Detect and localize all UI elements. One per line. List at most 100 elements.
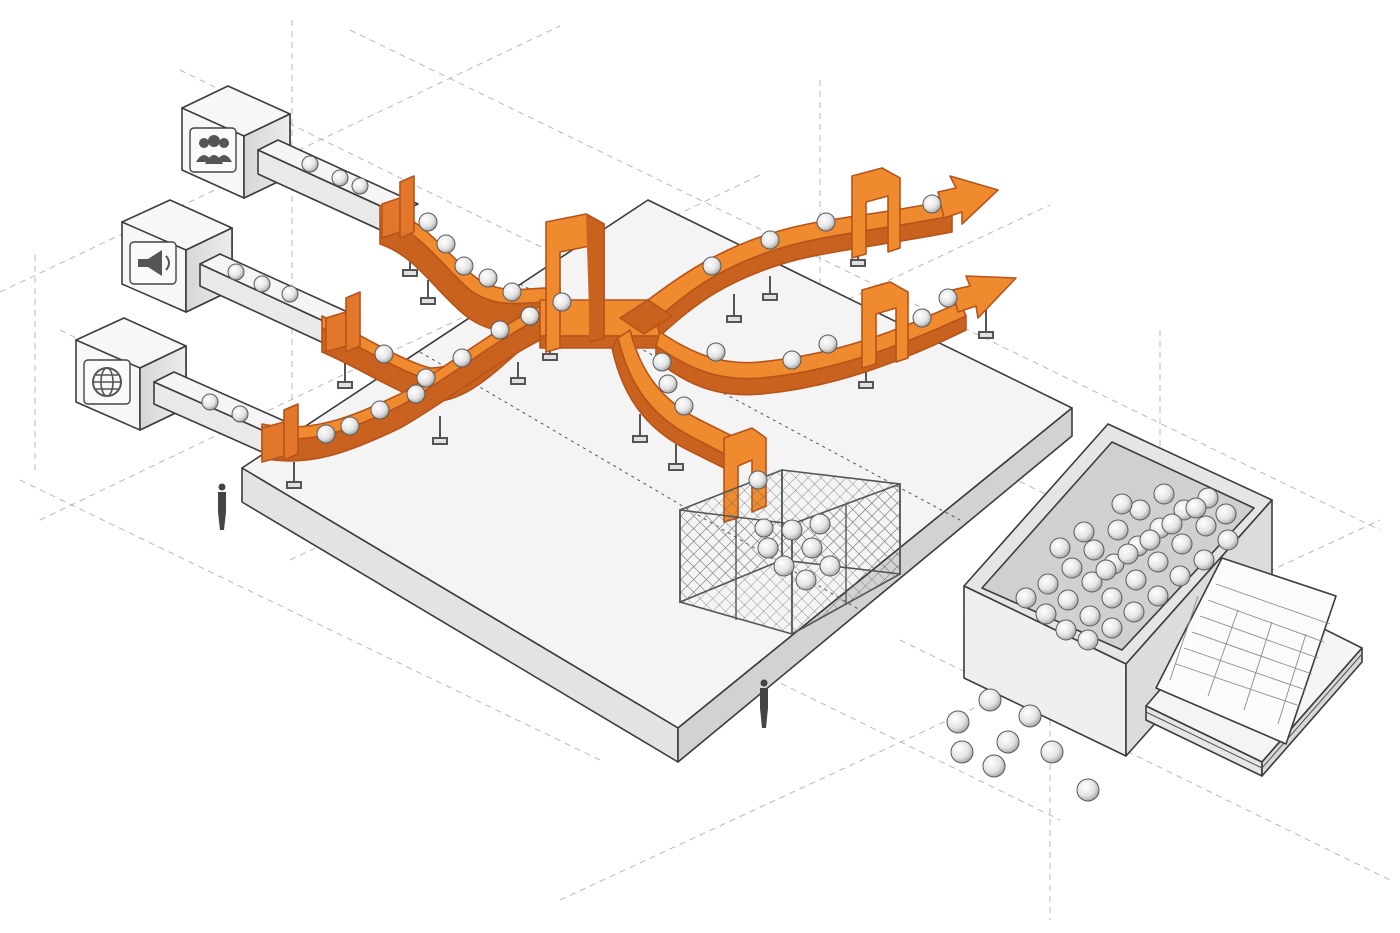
data-ball bbox=[1077, 629, 1099, 651]
data-ball bbox=[652, 352, 672, 372]
data-ball bbox=[552, 292, 572, 312]
gate-upper-output bbox=[851, 167, 901, 259]
data-ball bbox=[1125, 569, 1147, 591]
data-ball bbox=[1123, 601, 1145, 623]
data-ball bbox=[760, 230, 780, 250]
data-ball bbox=[938, 288, 958, 308]
data-ball bbox=[1147, 551, 1169, 573]
data-ball bbox=[1161, 513, 1183, 535]
gate-source-2 bbox=[325, 291, 361, 353]
data-ball bbox=[1215, 503, 1237, 525]
data-ball bbox=[782, 350, 802, 370]
data-ball bbox=[1061, 557, 1083, 579]
data-ball bbox=[912, 308, 932, 328]
gate-source-3 bbox=[261, 403, 299, 463]
globe-icon bbox=[83, 359, 131, 405]
megaphone-icon bbox=[129, 241, 177, 285]
data-ball bbox=[1169, 565, 1191, 587]
data-ball bbox=[1185, 497, 1207, 519]
data-ball bbox=[1147, 585, 1169, 607]
data-ball bbox=[370, 400, 390, 420]
data-ball bbox=[1079, 605, 1101, 627]
data-ball bbox=[702, 256, 722, 276]
data-ball bbox=[1195, 515, 1217, 537]
data-ball bbox=[950, 740, 974, 764]
data-ball bbox=[331, 169, 349, 187]
data-ball bbox=[227, 263, 245, 281]
data-ball bbox=[706, 342, 726, 362]
orange-pipeline bbox=[261, 175, 1017, 471]
report-stack bbox=[1145, 557, 1363, 777]
data-ball bbox=[982, 754, 1006, 778]
person-figure-right bbox=[760, 679, 768, 728]
source-box-globe bbox=[75, 317, 301, 461]
data-ball bbox=[418, 212, 438, 232]
data-ball bbox=[978, 688, 1002, 712]
data-ball bbox=[1107, 519, 1129, 541]
data-ball bbox=[1081, 571, 1103, 593]
data-ball bbox=[231, 405, 249, 423]
data-ball bbox=[1101, 617, 1123, 639]
data-ball bbox=[374, 344, 394, 364]
arrow-right-icon bbox=[951, 275, 1017, 319]
support-posts bbox=[286, 236, 994, 489]
data-ball bbox=[1193, 549, 1215, 571]
data-ball bbox=[316, 424, 336, 444]
data-ball bbox=[436, 234, 456, 254]
data-ball bbox=[452, 348, 472, 368]
data-ball bbox=[340, 416, 360, 436]
data-ball bbox=[795, 569, 817, 591]
data-ball bbox=[1037, 573, 1059, 595]
data-ball bbox=[1055, 619, 1077, 641]
data-ball bbox=[781, 519, 803, 541]
data-ball bbox=[454, 256, 474, 276]
gate-lower-output bbox=[861, 281, 909, 369]
data-ball bbox=[818, 334, 838, 354]
data-ball bbox=[351, 177, 369, 195]
data-ball bbox=[406, 384, 426, 404]
arrow-right-icon bbox=[937, 175, 999, 225]
data-ball bbox=[1139, 529, 1161, 551]
data-ball bbox=[773, 555, 795, 577]
data-ball bbox=[1111, 493, 1133, 515]
person-figure-left bbox=[218, 483, 226, 530]
data-ball bbox=[281, 285, 299, 303]
data-ball bbox=[819, 555, 841, 577]
gate-source-1 bbox=[381, 175, 415, 239]
data-ball bbox=[1076, 778, 1100, 802]
source-box-users bbox=[181, 85, 419, 239]
data-ball bbox=[1073, 521, 1095, 543]
data-ball bbox=[996, 730, 1020, 754]
data-ball bbox=[253, 275, 271, 293]
data-ball bbox=[809, 513, 831, 535]
data-ball bbox=[658, 374, 678, 394]
data-ball bbox=[1049, 537, 1071, 559]
data-ball bbox=[674, 396, 694, 416]
data-ball bbox=[757, 537, 779, 559]
data-ball bbox=[1035, 603, 1057, 625]
data-ball bbox=[1153, 483, 1175, 505]
data-ball bbox=[816, 212, 836, 232]
data-ball bbox=[1129, 499, 1151, 521]
splitter-valve bbox=[619, 299, 673, 335]
data-ball bbox=[520, 306, 540, 326]
data-ball bbox=[1018, 704, 1042, 728]
data-ball bbox=[1040, 740, 1064, 764]
data-ball bbox=[801, 537, 823, 559]
users-icon bbox=[189, 127, 237, 173]
data-balls bbox=[201, 155, 1239, 802]
data-ball bbox=[1095, 559, 1117, 581]
data-ball bbox=[754, 518, 774, 538]
data-ball bbox=[201, 393, 219, 411]
gates bbox=[261, 167, 909, 523]
data-ball bbox=[1171, 533, 1193, 555]
data-ball bbox=[1015, 587, 1037, 609]
data-ball bbox=[922, 194, 942, 214]
data-ball bbox=[1117, 543, 1139, 565]
data-ball bbox=[946, 710, 970, 734]
data-ball bbox=[416, 368, 436, 388]
data-ball bbox=[502, 282, 522, 302]
data-ball bbox=[1101, 587, 1123, 609]
data-ball bbox=[1217, 529, 1239, 551]
